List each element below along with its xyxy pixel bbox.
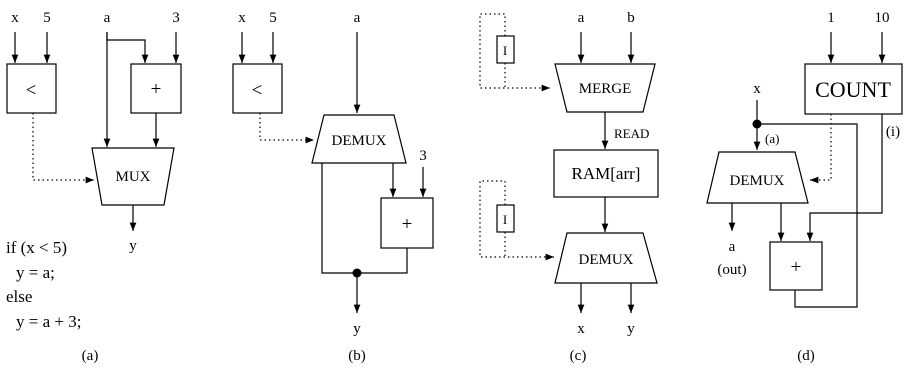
b-demux-label: DEMUX [332, 133, 387, 149]
a-code-line-1: if (x < 5) [6, 238, 67, 257]
a-less-than-label: < [26, 80, 37, 101]
b-input-3: 3 [419, 148, 427, 164]
a-adder-label: + [151, 79, 162, 100]
c-merge-shape [554, 63, 656, 113]
d-input-1: 1 [827, 10, 835, 26]
a-output-y: y [129, 238, 137, 254]
d-a-label: (a) [765, 131, 779, 146]
b-input-x: x [238, 10, 246, 26]
panel-a: x 5 a 3 < + MUX y if (x < 5) y = a; else… [6, 10, 182, 364]
b-less-than-label: < [252, 80, 263, 101]
d-input-x: x [753, 81, 761, 97]
a-code-line-2: y = a; [16, 263, 55, 282]
c-i-bottom-label: I [503, 212, 507, 227]
panel-c: a b I MERGE READ RAM[arr] I DEMUX x y (c… [479, 10, 659, 364]
c-demux-label: DEMUX [579, 252, 634, 268]
a-code-line-3: else [6, 287, 32, 306]
d-count-label: COUNT [815, 77, 891, 102]
c-read-label: READ [614, 126, 649, 141]
a-input-3: 3 [172, 10, 180, 26]
a-code-line-4: y = a + 3; [16, 312, 81, 331]
a-input-5: 5 [43, 10, 51, 26]
b-output-y: y [353, 321, 361, 337]
c-caption: (c) [570, 348, 587, 364]
c-merge-label: MERGE [579, 81, 632, 97]
d-output-a: a [729, 239, 736, 255]
d-input-10: 10 [875, 10, 890, 26]
d-adder-box [769, 241, 823, 291]
b-demux-shape [311, 114, 407, 164]
c-i-top-label: I [503, 43, 507, 58]
c-demux-shape [554, 232, 658, 284]
b-adder-label: + [402, 214, 413, 235]
d-i-label: (i) [886, 124, 900, 140]
a-input-x: x [11, 10, 19, 26]
a-less-than-box [6, 63, 57, 114]
d-adder-label: + [791, 257, 802, 278]
c-input-b: b [627, 10, 635, 26]
c-ram-label: RAM[arr] [572, 164, 641, 183]
c-input-a: a [578, 10, 585, 26]
c-ram-box [553, 149, 659, 198]
b-caption: (b) [348, 348, 366, 364]
d-caption: (d) [797, 348, 815, 364]
d-output-out: (out) [717, 262, 746, 278]
a-caption: (a) [82, 348, 99, 364]
b-less-than-box [232, 63, 283, 114]
d-demux-label: DEMUX [730, 173, 785, 189]
panel-b: x 5 a < DEMUX 3 + y (b) [232, 10, 434, 364]
panel-d: 1 10 COUNT x (a) (i) DEMUX + a (out) (d) [706, 10, 903, 364]
a-mux-shape [91, 147, 175, 206]
c-output-y: y [627, 321, 635, 337]
a-input-a: a [104, 10, 111, 26]
d-count-box [804, 63, 903, 115]
b-input-5: 5 [269, 10, 277, 26]
a-mux-label: MUX [115, 169, 150, 185]
c-output-x: x [577, 321, 585, 337]
b-input-a: a [354, 10, 361, 26]
d-demux-shape [706, 151, 809, 204]
